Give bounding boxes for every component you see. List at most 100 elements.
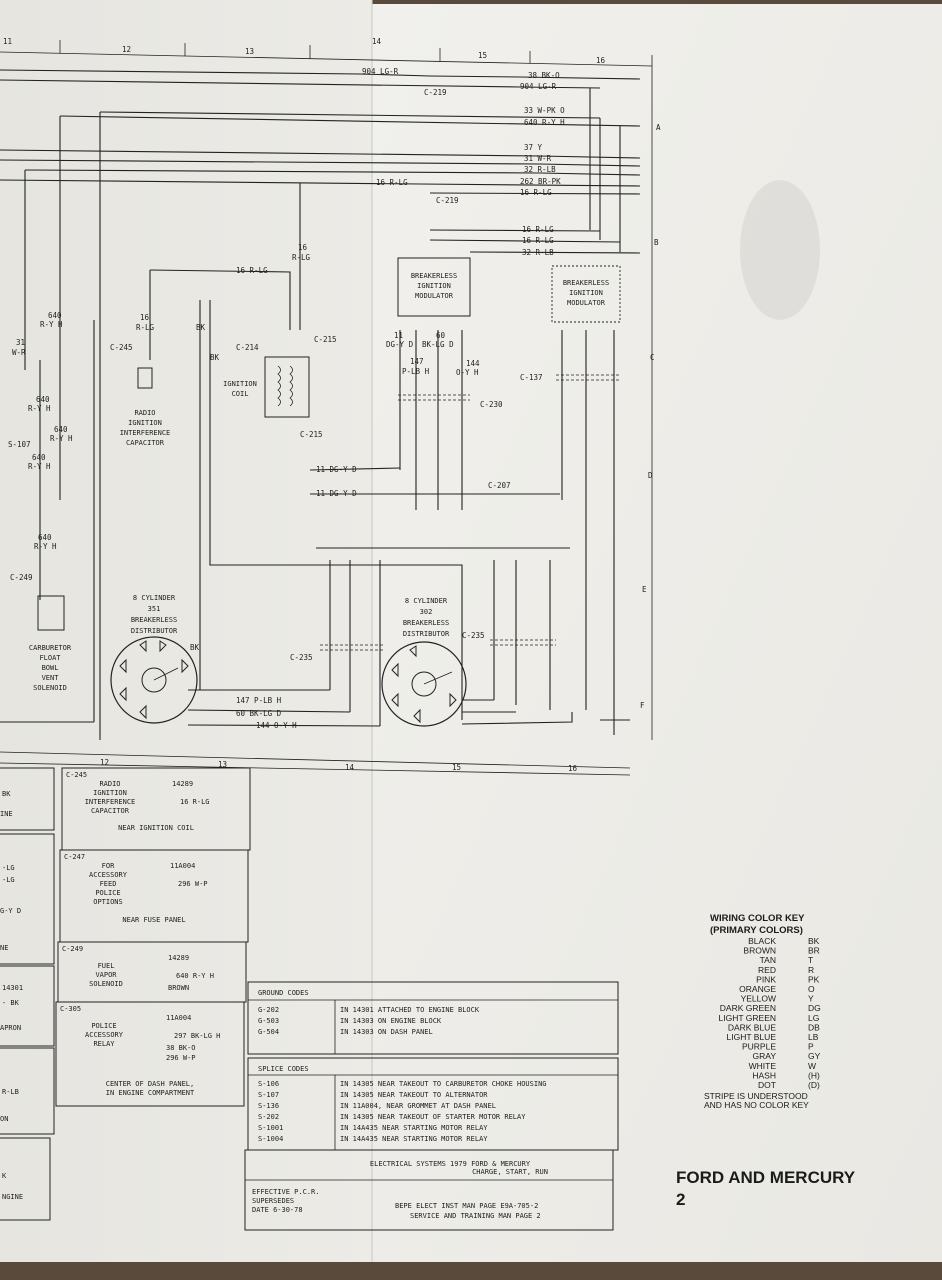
- wire-label: 16: [298, 243, 308, 252]
- connector-label: C-230: [480, 400, 503, 409]
- wire-label: 640: [48, 311, 62, 320]
- wire-label: 16: [140, 313, 150, 322]
- bottom-grid-ruler: [0, 751, 631, 776]
- title-block: [244, 1149, 614, 1231]
- grid-column-label: 12: [122, 45, 131, 54]
- paper-right-panel: [372, 4, 942, 1266]
- top-grid-ruler: [0, 40, 653, 740]
- grid-column-label: 14: [345, 763, 355, 772]
- title-block-line1: ELECTRICAL SYSTEMS 1979 FORD & MERCURY: [370, 1160, 531, 1168]
- connector-location: NEAR IGNITION COIL: [118, 824, 194, 832]
- color-code: R: [808, 965, 814, 975]
- connector-table-box: [55, 1001, 245, 1107]
- wire-label: P-LB H: [402, 367, 430, 376]
- wire-label: 16 R-LG: [376, 178, 408, 187]
- color-key-note: STRIPE IS UNDERSTOOD: [704, 1091, 808, 1101]
- color-code: LB: [808, 1032, 819, 1042]
- color-name: DARK GREEN: [720, 1003, 776, 1013]
- wire-label: 904 LG-R: [362, 67, 399, 76]
- wire-label: 16 R-LG: [522, 236, 554, 245]
- color-code: T: [808, 955, 813, 965]
- grid-column-label: 13: [245, 47, 254, 56]
- wire-label: 262 BR-PK: [520, 177, 561, 186]
- wire-label: 33 W-PK O: [524, 106, 565, 115]
- connector-wire: 296 W-P: [178, 880, 208, 888]
- wire-label: 11 DG-Y D: [316, 489, 357, 498]
- color-name: PURPLE: [742, 1042, 776, 1052]
- color-name: LIGHT GREEN: [719, 1013, 776, 1023]
- ground-code-text: IN 14303 ON ENGINE BLOCK: [340, 1017, 442, 1025]
- color-name: DARK BLUE: [728, 1022, 777, 1032]
- color-name: LIGHT BLUE: [727, 1032, 777, 1042]
- color-code: DG: [808, 1003, 821, 1013]
- distributor-351: [110, 636, 198, 724]
- ground-code-text: IN 14301 ATTACHED TO ENGINE BLOCK: [340, 1006, 480, 1014]
- color-code: DB: [808, 1022, 820, 1032]
- title-block-effective: EFFECTIVE P.C.R.: [252, 1188, 319, 1196]
- title-block-date: DATE 6-30-78: [252, 1206, 303, 1214]
- title-block-line2: CHARGE, START, RUN: [472, 1168, 548, 1176]
- splice-code: S-106: [258, 1080, 279, 1088]
- color-name: BLACK: [748, 936, 776, 946]
- wire-label: 640: [32, 453, 46, 462]
- truncated-label: APRON: [0, 1024, 21, 1032]
- color-name: BROWN: [743, 946, 776, 956]
- wire-label: 16 R-LG: [236, 266, 268, 275]
- part-number: 11A004: [170, 862, 195, 870]
- grid-column-label: 15: [452, 763, 461, 772]
- truncated-label: -LG: [2, 864, 15, 872]
- wire-label: 32 R-LB: [522, 248, 554, 257]
- part-number: 14289: [172, 780, 193, 788]
- wire-label: R-Y H: [28, 404, 51, 413]
- connector-table-box: [0, 833, 55, 965]
- wire-label: 147: [410, 357, 424, 366]
- splice-code-text: IN 14A435 NEAR STARTING MOTOR RELAY: [340, 1135, 488, 1143]
- grid-column-label: 16: [596, 56, 606, 65]
- wires-mid: [39, 300, 630, 735]
- truncated-label: G-Y D: [0, 907, 21, 915]
- wire-label: R-LG: [136, 323, 155, 332]
- splice-code-text: IN 14305 NEAR TAKEOUT TO ALTERNATOR: [340, 1091, 488, 1099]
- truncated-label: 14301: [2, 984, 23, 992]
- ground-codes-box: [247, 981, 619, 1055]
- color-code: LG: [808, 1013, 819, 1023]
- splice-code: S-1001: [258, 1124, 283, 1132]
- grid-row-label: A: [656, 123, 661, 132]
- connector-wire: 296 W-P: [166, 1054, 196, 1062]
- connector-label: C-215: [300, 430, 323, 439]
- breakerless-modulator-1: [397, 257, 471, 317]
- grid-column-label: 14: [372, 37, 382, 46]
- grid-row-label: C: [650, 353, 655, 362]
- grid-row-label: F: [640, 701, 645, 710]
- truncated-label: INE: [0, 810, 13, 818]
- color-key-note: AND HAS NO COLOR KEY: [704, 1100, 809, 1110]
- color-name: ORANGE: [739, 984, 776, 994]
- grid-row-label: B: [654, 238, 659, 247]
- splice-code: S-107: [258, 1091, 279, 1099]
- wire-label: 31: [16, 338, 25, 347]
- connector-code: C-247: [64, 853, 85, 861]
- truncated-label: ON: [0, 1115, 8, 1123]
- color-code: GY: [808, 1051, 821, 1061]
- distributor-302: [381, 641, 467, 727]
- carburetor-solenoid: [37, 595, 65, 631]
- connector-wire: 297 BK-LG H: [174, 1032, 220, 1040]
- wire-label: BK: [190, 643, 200, 652]
- truncated-label: -LG: [2, 876, 15, 884]
- color-name: RED: [758, 965, 776, 975]
- wire-label: 16 R-LG: [522, 225, 554, 234]
- connector-label: S-107: [8, 440, 31, 449]
- splice-code-text: IN 14305 NEAR TAKEOUT OF STARTER MOTOR R…: [340, 1113, 526, 1121]
- color-code: BR: [808, 946, 820, 956]
- connector-label: C-215: [314, 335, 337, 344]
- wire-label: 147 P-LB H: [236, 696, 282, 705]
- color-key-title: WIRING COLOR KEY: [710, 913, 805, 924]
- connector-label: C-214: [236, 343, 259, 352]
- wire-label: R-LG: [292, 253, 311, 262]
